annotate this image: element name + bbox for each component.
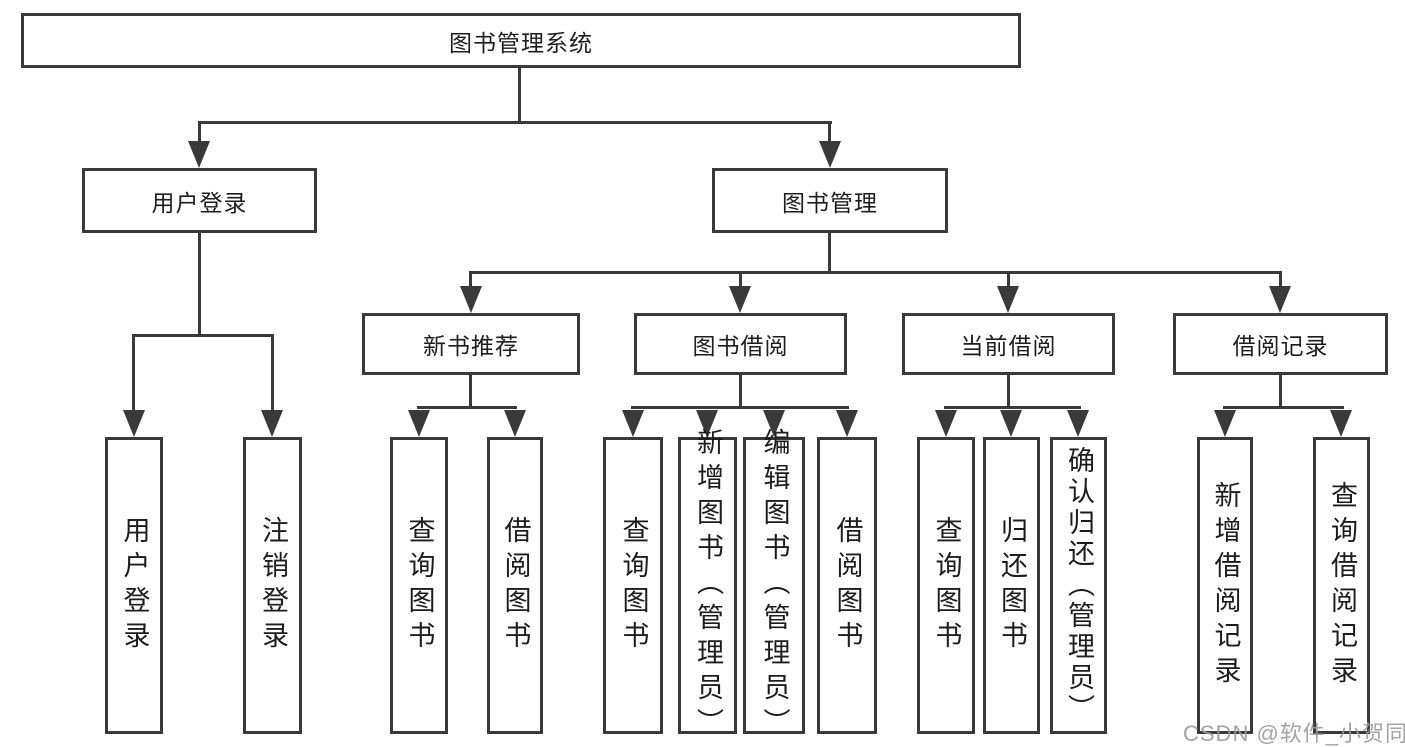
connector-line <box>1279 375 1282 408</box>
connector-line <box>1007 271 1010 288</box>
arrow-head-icon <box>997 286 1019 313</box>
leaf-user-login: 用户登录 <box>105 437 163 734</box>
leaf-confirm-return-admin-label: 确认归还（管理员） <box>1064 446 1094 725</box>
leaf-query-books-1-label: 查询图书 <box>404 515 435 656</box>
leaf-borrow-books-2: 借阅图书 <box>817 437 877 734</box>
node-user-login-label: 用户登录 <box>151 189 248 216</box>
leaf-user-login-label: 用户登录 <box>119 515 150 656</box>
leaf-query-borrow-record: 查询借阅记录 <box>1313 437 1370 734</box>
arrow-head-icon <box>408 410 430 437</box>
node-book-management: 图书管理 <box>712 168 948 233</box>
arrow-head-icon <box>836 410 858 437</box>
leaf-edit-books-admin: 编辑图书（管理员） <box>743 428 805 743</box>
connector-line <box>198 121 201 143</box>
node-current-borrowing: 当前借阅 <box>902 313 1115 375</box>
connector-line <box>828 121 831 143</box>
connector-line <box>1279 271 1282 288</box>
leaf-confirm-return-admin: 确认归还（管理员） <box>1050 437 1107 734</box>
arrow-head-icon <box>123 410 145 437</box>
leaf-edit-books-admin-label: 编辑图书（管理员） <box>759 428 790 743</box>
arrow-head-icon <box>1000 410 1022 437</box>
connector-line <box>271 334 274 411</box>
arrow-head-icon <box>1214 410 1236 437</box>
connector-line <box>1223 406 1344 409</box>
leaf-logout-label: 注销登录 <box>258 515 288 656</box>
connector-line <box>739 375 742 408</box>
connector-line <box>828 233 831 273</box>
arrow-head-icon <box>1330 410 1352 437</box>
node-new-book-recommend: 新书推荐 <box>362 313 580 375</box>
node-book-borrowing-label: 图书借阅 <box>692 333 789 359</box>
leaf-add-books-admin: 新增图书（管理员） <box>678 428 737 743</box>
leaf-add-borrow-record: 新增借阅记录 <box>1197 437 1253 734</box>
leaf-add-books-admin-label: 新增图书（管理员） <box>693 428 723 743</box>
leaf-logout: 注销登录 <box>243 437 302 734</box>
connector-line <box>133 334 274 337</box>
node-borrowing-records-label: 借阅记录 <box>1232 333 1329 359</box>
connector-line <box>469 271 1282 274</box>
arrow-head-icon <box>504 410 526 437</box>
leaf-borrow-books-2-label: 借阅图书 <box>832 515 863 656</box>
leaf-query-books-3-label: 查询图书 <box>931 515 962 656</box>
arrow-head-icon <box>696 410 718 437</box>
node-book-borrowing: 图书借阅 <box>634 313 847 375</box>
arrow-head-icon <box>935 410 957 437</box>
leaf-query-books-3: 查询图书 <box>917 437 975 734</box>
arrow-head-icon <box>729 286 751 313</box>
connector-line <box>198 233 201 336</box>
node-root-label: 图书管理系统 <box>449 29 593 56</box>
node-root: 图书管理系统 <box>21 13 1021 68</box>
arrow-head-icon <box>460 286 482 313</box>
leaf-borrow-books-1: 借阅图书 <box>487 437 543 734</box>
arrow-head-icon <box>1269 286 1291 313</box>
arrow-head-icon <box>188 141 210 168</box>
node-new-book-recommend-label: 新书推荐 <box>423 333 519 359</box>
leaf-query-books-2-label: 查询图书 <box>618 515 649 656</box>
node-book-management-label: 图书管理 <box>782 189 878 216</box>
leaf-return-books: 归还图书 <box>983 437 1040 734</box>
leaf-borrow-books-1-label: 借阅图书 <box>500 515 531 656</box>
connector-line <box>469 271 472 288</box>
connector-line <box>469 375 472 408</box>
connector-line <box>198 121 832 124</box>
csdn-watermark: CSDN @软件_小贺同学 <box>1183 721 1405 746</box>
arrow-head-icon <box>1067 410 1089 437</box>
connector-line <box>132 334 135 411</box>
connector-line <box>518 68 521 123</box>
node-current-borrowing-label: 当前借阅 <box>960 333 1057 359</box>
arrow-head-icon <box>819 141 841 168</box>
leaf-add-borrow-record-label: 新增借阅记录 <box>1210 480 1241 691</box>
arrow-head-icon <box>622 410 644 437</box>
connector-line <box>944 406 1081 409</box>
node-user-login: 用户登录 <box>82 168 317 233</box>
connector-line <box>631 406 849 409</box>
arrow-head-icon <box>261 410 283 437</box>
leaf-query-borrow-record-label: 查询借阅记录 <box>1327 480 1357 691</box>
leaf-query-books-1: 查询图书 <box>390 437 448 734</box>
node-borrowing-records: 借阅记录 <box>1173 313 1388 375</box>
leaf-query-books-2: 查询图书 <box>603 437 663 734</box>
arrow-head-icon <box>763 410 785 437</box>
connector-line <box>1007 375 1010 408</box>
leaf-return-books-label: 归还图书 <box>997 515 1027 656</box>
connector-line <box>417 406 517 409</box>
connector-line <box>739 271 742 288</box>
